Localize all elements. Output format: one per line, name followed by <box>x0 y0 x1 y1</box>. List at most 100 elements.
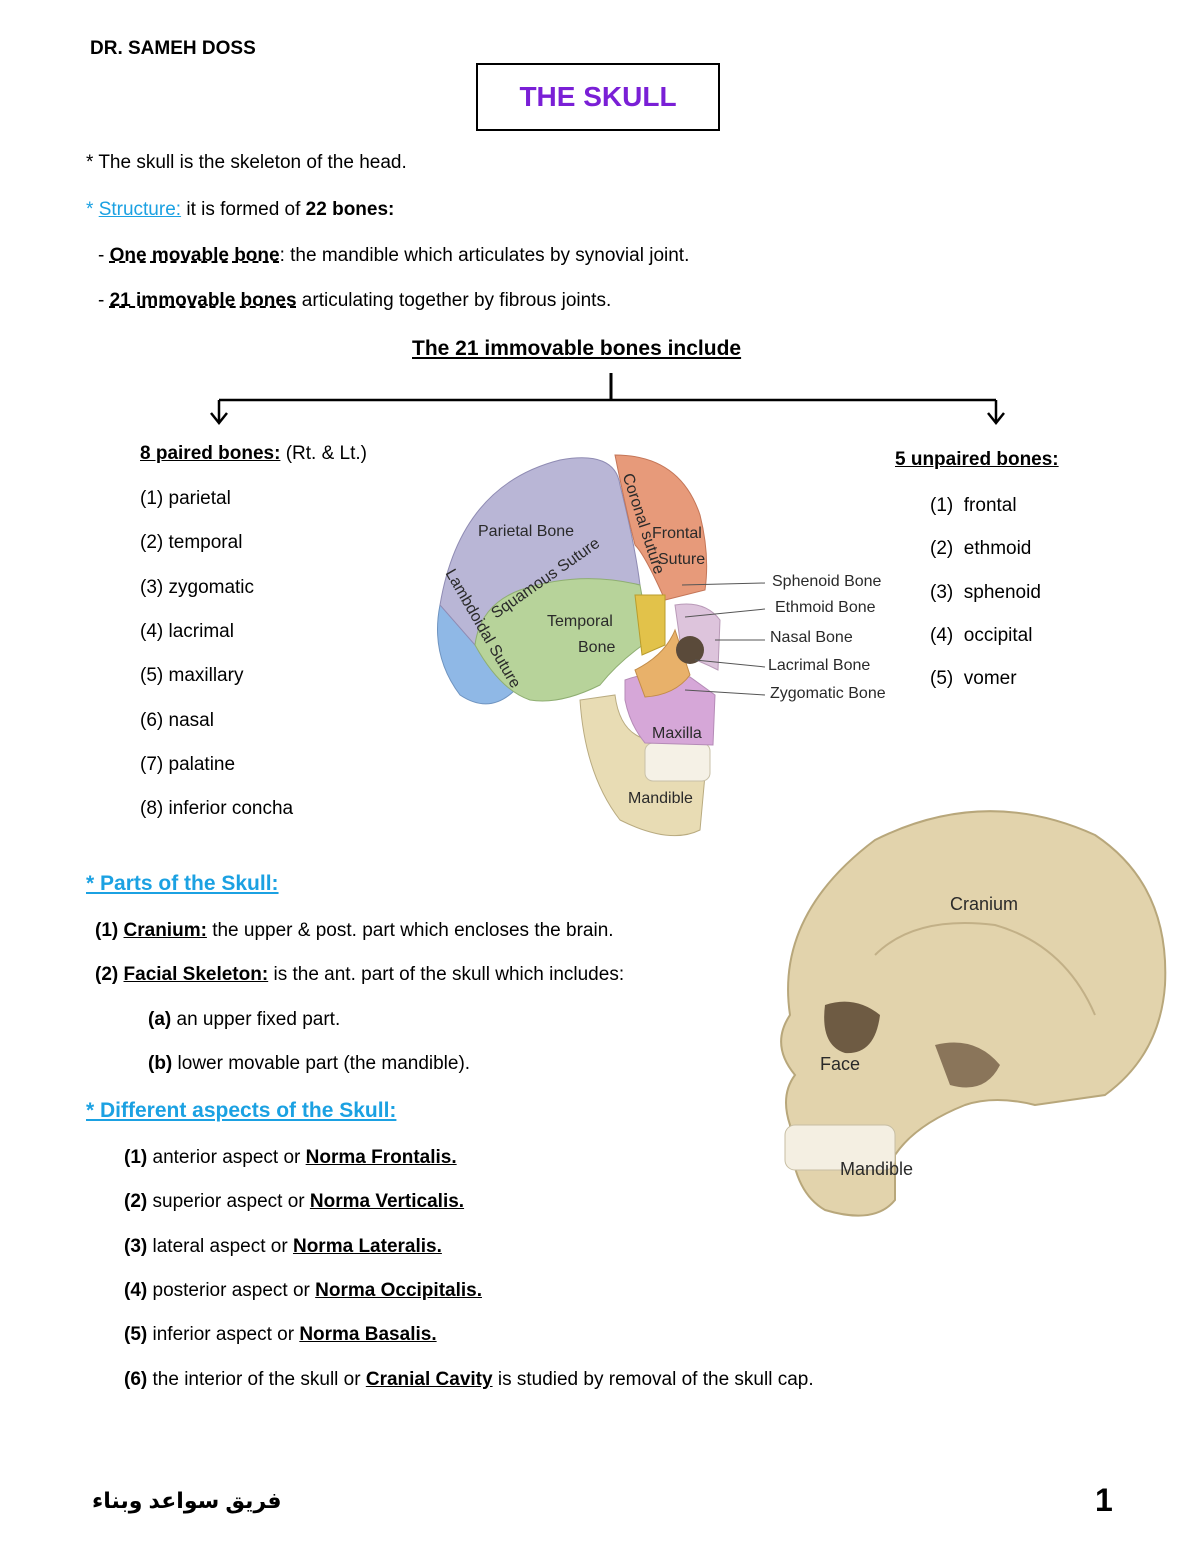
unpaired-item: (3) sphenoid <box>930 582 1041 603</box>
paired-item: (3) zygomatic <box>140 577 255 598</box>
tree-connector <box>210 373 1005 426</box>
paired-item: (5) maxillary <box>140 665 244 686</box>
paired-item: (2) temporal <box>140 532 243 553</box>
unpaired-item: (1) frontal <box>930 495 1017 516</box>
label-lacrimal: Lacrimal Bone <box>768 657 871 674</box>
label-zygomatic: Zygomatic Bone <box>770 685 886 702</box>
paired-heading-label: 8 paired bones: <box>140 443 281 464</box>
sub-a-text: an upper fixed part. <box>176 1009 341 1030</box>
teeth-shape <box>784 1124 896 1171</box>
zygomatic-shape <box>634 628 691 698</box>
structure-text: it is formed of <box>186 199 301 220</box>
aspect-term: Cranial Cavity <box>365 1369 493 1390</box>
label-maxilla: Maxilla <box>652 725 702 742</box>
aspect-after: is studied by removal of the skull cap. <box>497 1369 814 1390</box>
label-temporal-1: Temporal <box>547 613 613 630</box>
unpaired-item: (5) vomer <box>930 668 1017 689</box>
sub-b-text: lower movable part (the mandible). <box>177 1053 471 1074</box>
label-cranium: Cranium <box>950 894 1019 914</box>
skull-bones-illustration <box>437 454 766 837</box>
unpaired-heading: 5 unpaired bones: <box>895 449 1059 470</box>
facial-num: (2) <box>95 964 119 985</box>
aspect-num: (5) <box>124 1324 148 1345</box>
label-parietal: Parietal Bone <box>478 523 575 540</box>
facial-label: Facial Skeleton: <box>123 964 269 985</box>
aspect-item: (6) the interior of the skull or Cranial… <box>124 1369 814 1391</box>
structure-count: 22 bones: <box>305 199 395 220</box>
label-nasal: Nasal Bone <box>770 629 853 646</box>
label-sphenoid: Sphenoid Bone <box>772 573 882 590</box>
page-number: 1 <box>1095 1482 1113 1518</box>
label-frontal-1: Frontal <box>652 525 702 542</box>
label-mandible: Mandible <box>840 1159 914 1179</box>
mandible-shape <box>579 694 706 837</box>
aspect-text: anterior aspect or <box>152 1147 301 1168</box>
unpaired-item: (4) occipital <box>930 625 1033 646</box>
parts-cranium-line: (1) Cranium: the upper & post. part whic… <box>95 920 614 942</box>
immovable-label: 21 immovable bones <box>109 290 297 311</box>
sub-a-num: (a) <box>148 1009 172 1030</box>
sphenoid-leader <box>681 582 766 586</box>
cranium-text: the upper & post. part which encloses th… <box>212 920 614 941</box>
immovable-line: - 21 immovable bones articulating togeth… <box>98 290 611 312</box>
label-mandible: Mandible <box>628 790 693 807</box>
right-arrow-icon <box>987 412 1005 426</box>
orbit-shadow <box>676 636 704 664</box>
paired-heading-note: (Rt. & Lt.) <box>285 443 367 464</box>
aspect-item: (2) superior aspect or Norma Verticalis. <box>124 1191 464 1213</box>
aspect-text: lateral aspect or <box>152 1236 288 1257</box>
parts-sub-a: (a) an upper fixed part. <box>148 1009 340 1031</box>
ear-canal-shape <box>935 1042 1000 1088</box>
aspect-item: (5) inferior aspect or Norma Basalis. <box>124 1324 437 1346</box>
paired-item: (4) lacrimal <box>140 621 234 642</box>
aspect-item: (3) lateral aspect or Norma Lateralis. <box>124 1236 442 1258</box>
lacrimal-leader <box>694 659 766 668</box>
structure-label: Structure: <box>98 199 182 220</box>
temporal-shape <box>474 578 651 702</box>
parts-sub-b: (b) lower movable part (the mandible). <box>148 1053 470 1075</box>
label-ethmoid: Ethmoid Bone <box>775 599 876 616</box>
structure-line: * Structure: it is formed of 22 bones: <box>86 199 394 221</box>
parts-facial-line: (2) Facial Skeleton: is the ant. part of… <box>95 964 624 986</box>
parts-heading: * Parts of the Skull: <box>86 872 279 895</box>
aspect-text: superior aspect or <box>152 1191 305 1212</box>
paired-heading: 8 paired bones: (Rt. & Lt.) <box>140 443 367 465</box>
sphenoid-shape <box>634 594 666 656</box>
structure-bullet: * <box>86 199 94 220</box>
orbit-shape <box>824 1001 880 1054</box>
aspect-num: (3) <box>124 1236 148 1257</box>
cranium-label: Cranium: <box>123 920 207 941</box>
page-title: THE SKULL <box>519 81 677 112</box>
aspect-text: inferior aspect or <box>152 1324 295 1345</box>
aspect-term: Norma Verticalis. <box>309 1191 465 1212</box>
author-name: DR. SAMEH DOSS <box>90 38 256 59</box>
skull-parts-diagram: Cranium Face Mandible <box>765 795 1175 1225</box>
movable-label: One movable bone <box>109 245 280 266</box>
skull-parts-illustration <box>780 810 1167 1217</box>
facial-text: is the ant. part of the skull which incl… <box>273 964 625 985</box>
ethmoid-leader <box>684 608 766 618</box>
paired-item: (6) nasal <box>140 710 214 731</box>
title-box: THE SKULL <box>476 63 720 131</box>
aspect-term: Norma Basalis. <box>299 1324 437 1345</box>
zygomatic-leader <box>684 689 766 696</box>
paired-item: (8) inferior concha <box>140 798 294 819</box>
aspect-num: (2) <box>124 1191 148 1212</box>
immovable-prefix: - <box>98 290 105 311</box>
unpaired-item: (2) ethmoid <box>930 538 1032 559</box>
aspect-term: Norma Frontalis. <box>305 1147 457 1168</box>
left-arrow-icon <box>210 412 228 426</box>
suture-line <box>874 922 1096 1016</box>
immovable-text: articulating together by fibrous joints. <box>301 290 612 311</box>
label-frontal-2: Suture <box>658 551 706 568</box>
aspect-term: Norma Occipitalis. <box>315 1280 482 1301</box>
aspects-heading: * Different aspects of the Skull: <box>86 1099 397 1122</box>
label-face: Face <box>820 1054 861 1074</box>
aspect-item: (4) posterior aspect or Norma Occipitali… <box>124 1280 482 1302</box>
paired-item: (7) palatine <box>140 754 236 775</box>
aspect-term: Norma Lateralis. <box>292 1236 442 1257</box>
label-temporal-2: Bone <box>578 639 616 656</box>
skull-bones-diagram: Parietal Bone Squamous Suture Coronal su… <box>420 445 900 845</box>
teeth-shape <box>644 742 711 782</box>
footer-team: فريق سواعد وبناء <box>92 1488 282 1513</box>
